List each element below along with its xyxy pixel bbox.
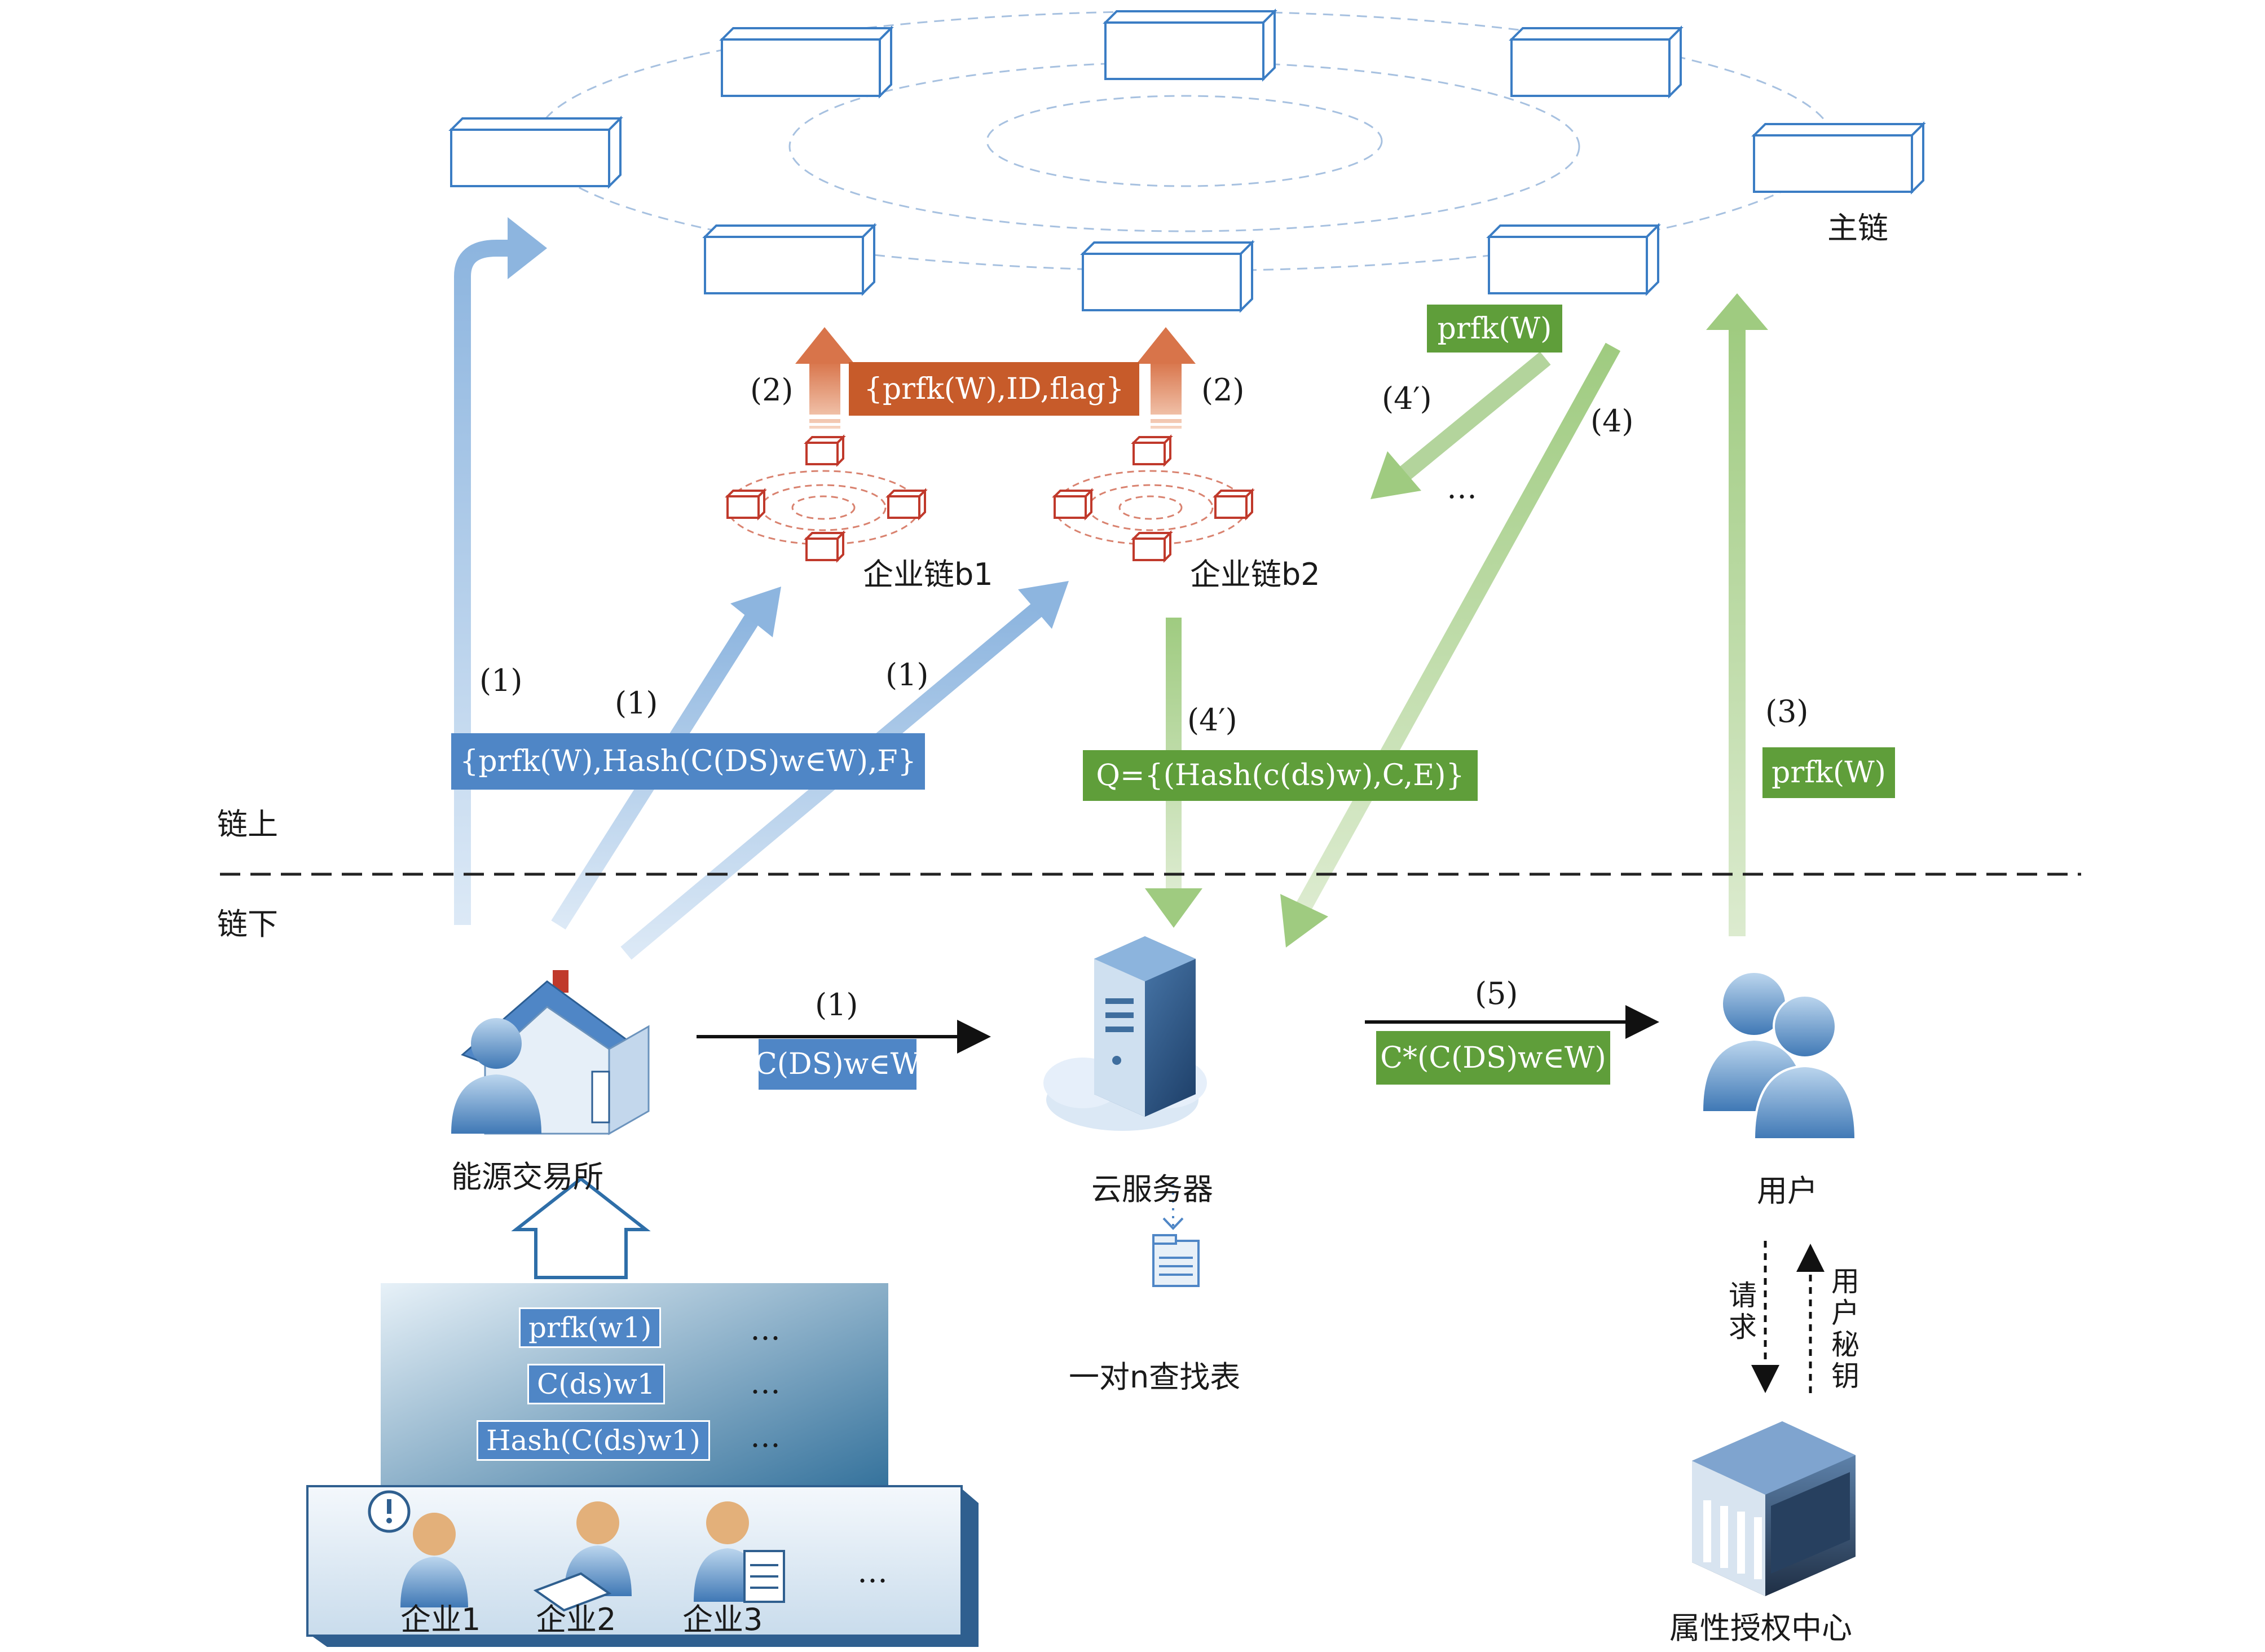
cloud-server-icon	[1043, 936, 1207, 1131]
upload-tuple-box: {prfk(W),Hash(C(DS)w∈W),F}	[451, 733, 925, 790]
enterprise-2-icon	[533, 1501, 632, 1612]
enterprise-chain-b2-label: 企业链b2	[1190, 557, 1320, 592]
on-chain-label: 链上	[217, 807, 278, 842]
lookup-table-icon	[1152, 1184, 1200, 1287]
arrow-4-down	[1280, 342, 1621, 948]
step-label-4: (4)	[1590, 403, 1634, 439]
step-label-2: (2)	[1201, 372, 1245, 408]
query-result-box: Q={(Hash(c(ds)w),C,E)}	[1083, 750, 1478, 801]
main-block	[448, 116, 623, 189]
arrow-2-right	[1136, 327, 1196, 429]
enterprise-chain-b2-icon	[1052, 434, 1255, 563]
arrow-4prime-top	[1371, 351, 1551, 499]
enterprise-chain-b1-label: 企业链b1	[863, 557, 993, 592]
pile-ellipsis-2: …	[750, 1365, 781, 1400]
pile-ellipsis-3: …	[750, 1418, 781, 1454]
arrow-1-to-mainchain	[454, 217, 547, 925]
main-block	[1103, 8, 1277, 82]
main-chain-label: 主链	[1827, 210, 1888, 246]
enterprise-1-label: 企业1	[400, 1602, 481, 1637]
pile-hash-box: Hash(C(ds)w1)	[477, 1420, 710, 1461]
enterprise-2-label: 企业2	[536, 1602, 616, 1637]
step-label-4-prime: (4′)	[1187, 702, 1237, 738]
step-label-3: (3)	[1765, 694, 1809, 729]
off-chain-label: 链下	[217, 906, 278, 942]
step-label-2: (2)	[750, 372, 794, 408]
main-block	[1751, 121, 1926, 195]
enterprise-1-icon	[368, 1490, 468, 1607]
main-block	[702, 223, 877, 296]
arrow-3-up	[1706, 293, 1768, 936]
step-label-5: (5)	[1475, 976, 1518, 1011]
enterprise-tuple-box: {prfk(W),ID,flag}	[849, 362, 1139, 416]
enterprise-3-label: 企业3	[682, 1602, 763, 1637]
lookup-table-label: 一对n查找表	[1069, 1359, 1241, 1395]
enterprise-chain-ellipsis: …	[1447, 470, 1477, 505]
arrow-2-left	[795, 327, 854, 429]
step-label-1: (1)	[815, 987, 858, 1023]
enterprise-chain-b1-icon	[725, 434, 928, 563]
step-label-4-prime: (4′)	[1382, 381, 1432, 416]
energy-exchange-label: 能源交易所	[451, 1159, 603, 1195]
main-block	[1509, 25, 1684, 99]
main-chain-blocks	[448, 8, 1926, 313]
pile-cipher-box: C(ds)w1	[527, 1364, 665, 1404]
main-block	[1486, 223, 1661, 296]
mainchain-token-box: prfk(W)	[1427, 305, 1562, 353]
cloud-server-label: 云服务器	[1091, 1171, 1213, 1207]
pile-prf-box: prfk(w1)	[519, 1307, 662, 1348]
request-label: 请求	[1724, 1280, 1757, 1343]
enterprise-ellipsis: …	[857, 1554, 888, 1589]
enterprise-base	[306, 1485, 979, 1647]
user-label: 用户	[1757, 1173, 1818, 1209]
ciphertext-to-cloud-box: C(DS)w∈W	[755, 1039, 920, 1090]
energy-exchange-icon	[451, 970, 650, 1135]
enterprise-3-icon	[694, 1501, 785, 1603]
upload-arrow	[511, 1177, 651, 1279]
user-token-box: prfk(W)	[1762, 747, 1895, 798]
main-block	[1080, 240, 1255, 313]
attribute-authority-label: 属性授权中心	[1669, 1610, 1852, 1646]
step-label-1: (1)	[479, 663, 523, 698]
user-group-icon	[1703, 973, 1857, 1140]
attribute-authority-icon	[1692, 1421, 1856, 1596]
user-key-label: 用户秘钥	[1827, 1266, 1859, 1393]
step-label-1: (1)	[885, 657, 929, 693]
main-block	[719, 25, 894, 99]
step-label-1: (1)	[615, 685, 658, 721]
reencrypted-ciphertext-box: C*(C(DS)w∈W)	[1376, 1031, 1610, 1085]
pile-ellipsis-1: …	[750, 1311, 781, 1347]
